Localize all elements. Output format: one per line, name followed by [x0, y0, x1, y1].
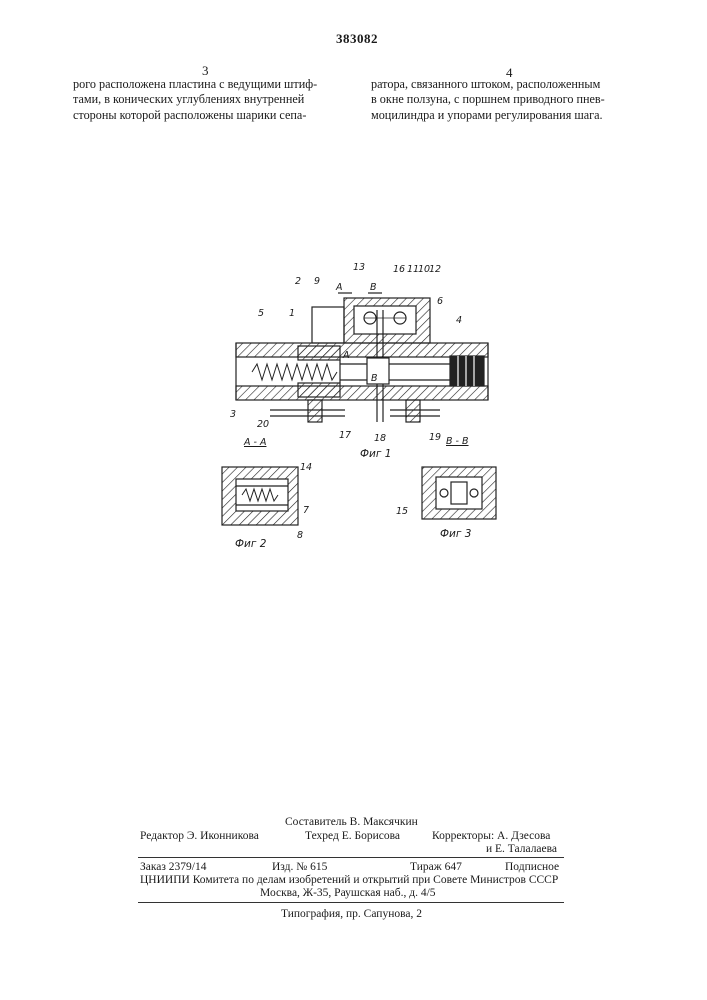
fig2-label: 14 — [300, 462, 312, 473]
order: Заказ 2379/14 — [140, 860, 207, 874]
fig1-label: 5 — [258, 308, 264, 319]
fig1-label: 3 — [230, 409, 236, 420]
fig1-label: 6 — [437, 296, 443, 307]
subscription: Подписное — [505, 860, 559, 874]
correctors: Корректоры: А. Дзесова — [432, 829, 550, 843]
figure-1-caption: Фиг 1 — [360, 448, 391, 460]
correctors-second: и Е. Талалаева — [486, 842, 557, 856]
fig2-label: 8 — [297, 530, 303, 541]
imprint-divider — [138, 857, 564, 858]
fig1-label: 17 — [339, 430, 351, 441]
section-mark: В — [370, 282, 377, 293]
fig1-label: 9 — [314, 276, 320, 287]
imprint-divider — [138, 902, 564, 903]
editor: Редактор Э. Иконникова — [140, 829, 259, 843]
fig1-label: 12 — [429, 264, 441, 275]
fig3-label: 15 — [396, 506, 408, 517]
figure-3-caption: Фиг 3 — [440, 528, 471, 540]
figure-1-drawing — [0, 0, 707, 560]
typography: Типография, пр. Сапунова, 2 — [281, 907, 422, 921]
fig1-label: 2 — [295, 276, 301, 287]
print-run: Тираж 647 — [410, 860, 462, 874]
compiler: Составитель В. Максячкин — [285, 815, 418, 829]
fig1-label: 20 — [257, 419, 269, 430]
section-mark: А — [336, 282, 343, 293]
fig1-label: 19 — [429, 432, 441, 443]
section-mark: В — [371, 373, 378, 384]
fig2-section-title: А - А — [244, 437, 266, 448]
techred: Техред Е. Борисова — [305, 829, 400, 843]
issue: Изд. № 615 — [272, 860, 327, 874]
fig1-label: 13 — [353, 262, 365, 273]
fig1-label: 1 — [289, 308, 295, 319]
address: Москва, Ж-35, Раушская наб., д. 4/5 — [260, 886, 436, 900]
fig1-label: 18 — [374, 433, 386, 444]
fig1-label: 4 — [456, 315, 462, 326]
fig2-label: 7 — [303, 505, 309, 516]
fig1-label: 16 — [393, 264, 405, 275]
section-mark: А — [343, 350, 350, 361]
fig3-section-title: В - В — [446, 436, 469, 447]
figure-2-caption: Фиг 2 — [235, 538, 266, 550]
organization: ЦНИИПИ Комитета по делам изобретений и о… — [140, 873, 558, 887]
